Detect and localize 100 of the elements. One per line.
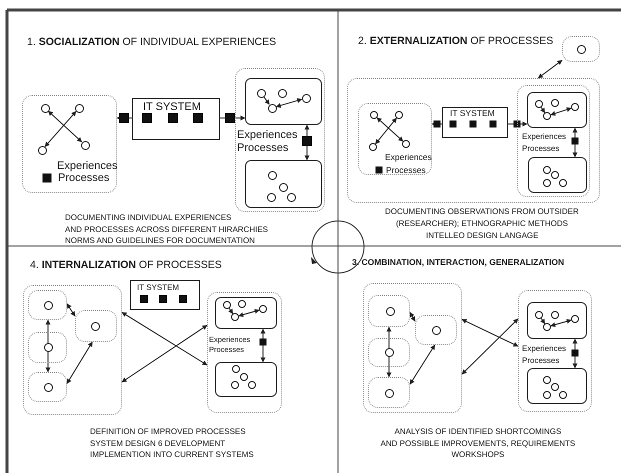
node-label: Processes xyxy=(237,143,288,154)
circle-node xyxy=(551,311,559,319)
rounded-box xyxy=(215,362,277,397)
dotted-group xyxy=(75,310,117,342)
circle-node xyxy=(238,300,246,308)
arrow xyxy=(550,318,572,328)
circle-node xyxy=(268,170,276,180)
system-box xyxy=(442,107,508,138)
caption-text: ANALYSIS OF IDENTIFIED SHORTCOMINGS xyxy=(394,428,562,436)
circle-node xyxy=(232,365,240,373)
node-label: Experiences xyxy=(57,161,118,172)
node-label: IT SYSTEM xyxy=(450,109,495,118)
circle-node xyxy=(543,166,551,174)
circle-node xyxy=(543,179,551,187)
circle-node xyxy=(571,103,579,111)
rounded-box xyxy=(527,92,587,128)
dotted-group xyxy=(518,290,592,412)
circle-node xyxy=(571,315,579,323)
dotted-group xyxy=(22,95,117,193)
node-label: Experiences xyxy=(522,133,566,141)
arrow xyxy=(66,342,93,384)
arrow xyxy=(238,308,260,318)
arrow xyxy=(432,122,442,126)
caption-text: AND POSSIBLE IMPROVEMENTS, REQUIREMENTS xyxy=(380,440,576,448)
circle-node xyxy=(240,373,248,381)
circle-node xyxy=(80,140,90,150)
circle-node xyxy=(90,322,100,330)
circle-node xyxy=(44,300,52,310)
circle-node xyxy=(223,301,231,309)
arrow xyxy=(410,344,436,385)
arrow xyxy=(376,117,404,142)
circle-node xyxy=(278,88,286,98)
dotted-group xyxy=(368,338,410,367)
caption-text: WORKSHOPS xyxy=(452,451,504,459)
dotted-group xyxy=(562,36,600,62)
arrow xyxy=(122,324,208,382)
node-label: Experiences xyxy=(237,130,298,141)
circle-node xyxy=(44,342,52,352)
dotted-group xyxy=(368,377,410,408)
rounded-box xyxy=(527,302,587,339)
circle-node xyxy=(543,112,551,120)
circle-node xyxy=(535,100,543,108)
dotted-group xyxy=(358,103,432,175)
arrow xyxy=(375,118,397,144)
circle-node xyxy=(384,348,394,356)
rounded-box xyxy=(245,78,322,125)
arrow xyxy=(46,320,50,372)
circle-node xyxy=(40,104,50,112)
caption-text: NORMS AND GUIDELINES FOR DOCUMENTATION xyxy=(65,237,255,245)
arrow xyxy=(276,98,302,108)
circle-node xyxy=(231,381,239,389)
circle-node xyxy=(248,381,256,389)
circle-node xyxy=(559,179,567,187)
circle-node xyxy=(543,323,551,331)
caption-text: AND PROCESSES ACROSS DIFFERENT HIRARCHIES xyxy=(65,226,268,234)
circle-node xyxy=(231,313,239,321)
caption-text: INTELLEO DESIGN LANGAGE xyxy=(426,232,538,240)
circle-node xyxy=(551,99,559,107)
rounded-box xyxy=(245,160,322,208)
dotted-group xyxy=(207,292,282,413)
arrow xyxy=(228,308,234,314)
dotted-group xyxy=(28,372,67,402)
circle-node xyxy=(551,171,559,179)
section-title: 1. SOCIALIZATION OF INDIVIDUAL EXPERIENCES xyxy=(27,37,276,48)
section-title: 2. EXTERNALIZATION OF PROCESSES xyxy=(358,36,554,46)
arrow xyxy=(116,116,132,120)
node-label: IT SYSTEM xyxy=(137,284,180,292)
circle-node xyxy=(268,104,276,112)
arrow xyxy=(572,338,578,368)
circle-node xyxy=(286,192,296,202)
circle-node xyxy=(266,192,276,202)
rounded-box xyxy=(215,297,277,329)
circle-node xyxy=(395,111,403,119)
section-title: 4. INTERNALIZATION OF PROCESSES xyxy=(30,260,222,270)
system-box xyxy=(130,280,200,310)
caption-text: (RESEARCHER); ETHNOGRAPHIC METHODS xyxy=(396,220,568,228)
arrow xyxy=(122,312,208,366)
node-label: Processes xyxy=(522,357,560,365)
dotted-group xyxy=(517,85,590,197)
arrow xyxy=(538,60,562,78)
arrow xyxy=(410,312,416,322)
dotted-group xyxy=(23,285,122,415)
dotted-group xyxy=(347,78,600,203)
section-title: 3. COMBINATION, INTERACTION, GENERALIZATION xyxy=(352,258,564,266)
circle-node xyxy=(259,305,267,313)
circle-node xyxy=(370,111,378,119)
arrow xyxy=(66,303,76,317)
node-label: Processes xyxy=(522,145,560,153)
caption-text: DEFINITION OF IMPROVED PROCESSES xyxy=(90,428,246,436)
node-label: Experiences xyxy=(522,345,566,353)
circle-node xyxy=(302,94,310,102)
node-label: IT SYSTEM xyxy=(143,102,201,113)
circle-node xyxy=(44,382,52,392)
node-label: Processes xyxy=(386,166,426,174)
circle-node xyxy=(278,182,288,192)
dotted-group xyxy=(235,68,325,212)
system-box xyxy=(132,98,220,140)
circle-node xyxy=(551,383,559,391)
circle-node xyxy=(384,388,394,398)
arrow xyxy=(462,318,518,375)
